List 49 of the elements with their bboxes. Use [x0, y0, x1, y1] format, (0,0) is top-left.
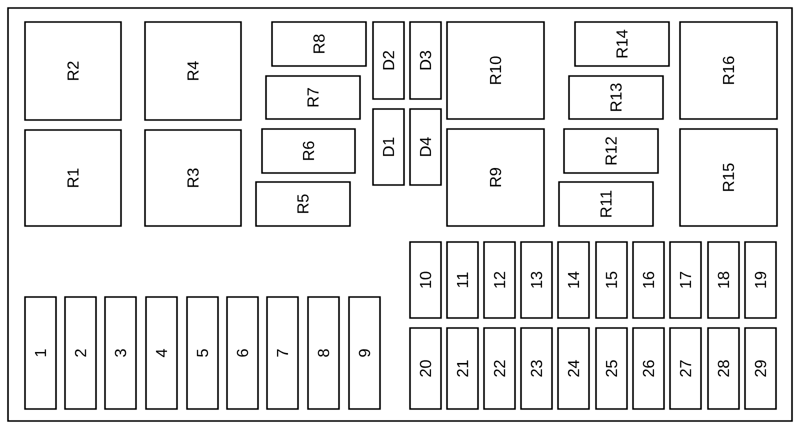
relay-box: R16: [679, 21, 778, 120]
relay-box: R6: [261, 128, 356, 174]
relay-box: R5: [255, 181, 351, 227]
fuse-box: 4: [145, 296, 178, 410]
relay-box: R1: [24, 129, 122, 227]
diode-box: D3: [409, 21, 442, 100]
fuse-box: 9: [348, 296, 381, 410]
fuse-box: 17: [669, 241, 702, 319]
fuse-box: 13: [520, 241, 553, 319]
fuse-box: 14: [557, 241, 590, 319]
relay-box: R11: [558, 181, 654, 227]
fuse-box: 11: [446, 241, 479, 319]
fuse-box: 6: [226, 296, 259, 410]
relay-box: R15: [679, 128, 778, 227]
fuse-box: 7: [266, 296, 299, 410]
fuse-box: 25: [595, 327, 628, 410]
fuse-box: 2: [64, 296, 97, 410]
relay-box: R9: [446, 128, 545, 227]
relay-box: R7: [265, 75, 361, 120]
fuse-box: 22: [483, 327, 516, 410]
fuse-box: 18: [707, 241, 740, 319]
fuse-box: 1: [24, 296, 57, 410]
relay-box: R14: [574, 21, 670, 67]
fuse-box: 23: [520, 327, 553, 410]
fuse-box: 21: [446, 327, 479, 410]
fuse-box: 10: [409, 241, 442, 319]
diode-box: D2: [372, 21, 405, 100]
fuse-box: 5: [186, 296, 219, 410]
fuse-box: 12: [483, 241, 516, 319]
fuse-box: 16: [632, 241, 665, 319]
fuse-box: 19: [744, 241, 777, 319]
relay-box: R4: [144, 21, 242, 121]
relay-box: R8: [271, 21, 367, 67]
fuse-box: 8: [307, 296, 340, 410]
fuse-box: 20: [409, 327, 442, 410]
relay-box: R10: [446, 21, 545, 120]
fuse-box: 28: [707, 327, 740, 410]
fuse-box: 26: [632, 327, 665, 410]
fuse-box: 15: [595, 241, 628, 319]
relay-box: R2: [24, 21, 122, 121]
relay-box: R12: [563, 128, 659, 174]
relay-box: R3: [144, 129, 242, 227]
diode-box: D1: [372, 108, 405, 186]
fuse-box: 29: [744, 327, 777, 410]
fuse-box: 24: [557, 327, 590, 410]
diode-box: D4: [409, 108, 442, 186]
fuse-box: 3: [104, 296, 137, 410]
fuse-box: 27: [669, 327, 702, 410]
relay-box: R13: [568, 75, 664, 120]
